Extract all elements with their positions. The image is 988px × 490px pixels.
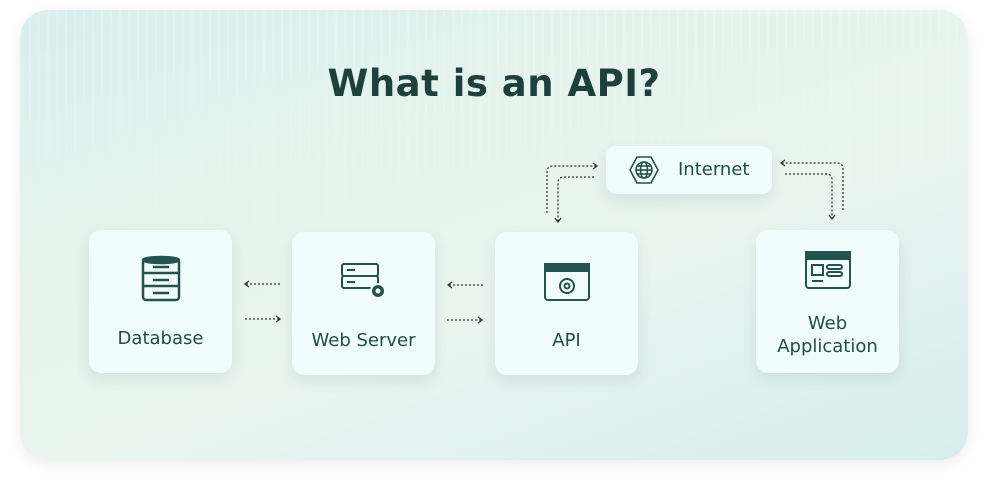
- globe-network-icon: [628, 155, 660, 189]
- arrow-server-to-database: [243, 280, 280, 288]
- arrow-internet-to-webapp: [785, 173, 836, 221]
- node-label: Web Server: [311, 330, 416, 351]
- node-web-application: Web Application: [756, 230, 899, 373]
- arrow-database-to-server: [245, 315, 282, 323]
- node-label: Internet: [678, 159, 750, 180]
- web-layout-icon: [756, 250, 899, 302]
- node-label: Web: [807, 313, 848, 334]
- window-gear-icon: [495, 262, 638, 314]
- database-icon: [89, 254, 232, 306]
- node-label: API: [552, 330, 581, 351]
- node-label: Database: [117, 328, 204, 349]
- node-web-server: Web Server: [292, 232, 435, 375]
- node-label: Application: [777, 336, 878, 357]
- arrow-webapp-to-internet: [779, 159, 844, 210]
- node-database: Database: [89, 230, 232, 373]
- server-gear-icon: [292, 262, 435, 314]
- arrow-api-to-internet: [546, 162, 599, 213]
- diagram-title: What is an API?: [327, 62, 661, 105]
- node-api: API: [495, 232, 638, 375]
- node-internet: Internet: [606, 146, 772, 194]
- arrow-server-to-api: [447, 316, 484, 324]
- arrow-internet-to-api: [554, 176, 594, 224]
- arrow-api-to-server: [446, 281, 483, 289]
